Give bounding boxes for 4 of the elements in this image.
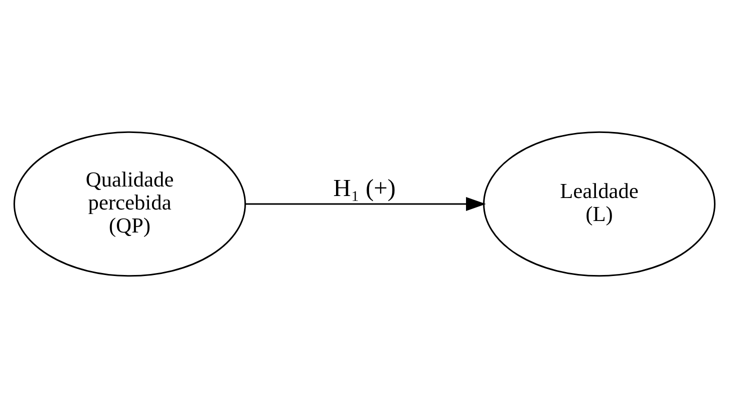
node-ellipse: Qualidade percebida (QP): [14, 130, 246, 276]
node-ellipse: Lealdade (L): [483, 130, 716, 276]
edge-label: H₁ (+): [333, 174, 396, 202]
arrow: [245, 196, 486, 210]
